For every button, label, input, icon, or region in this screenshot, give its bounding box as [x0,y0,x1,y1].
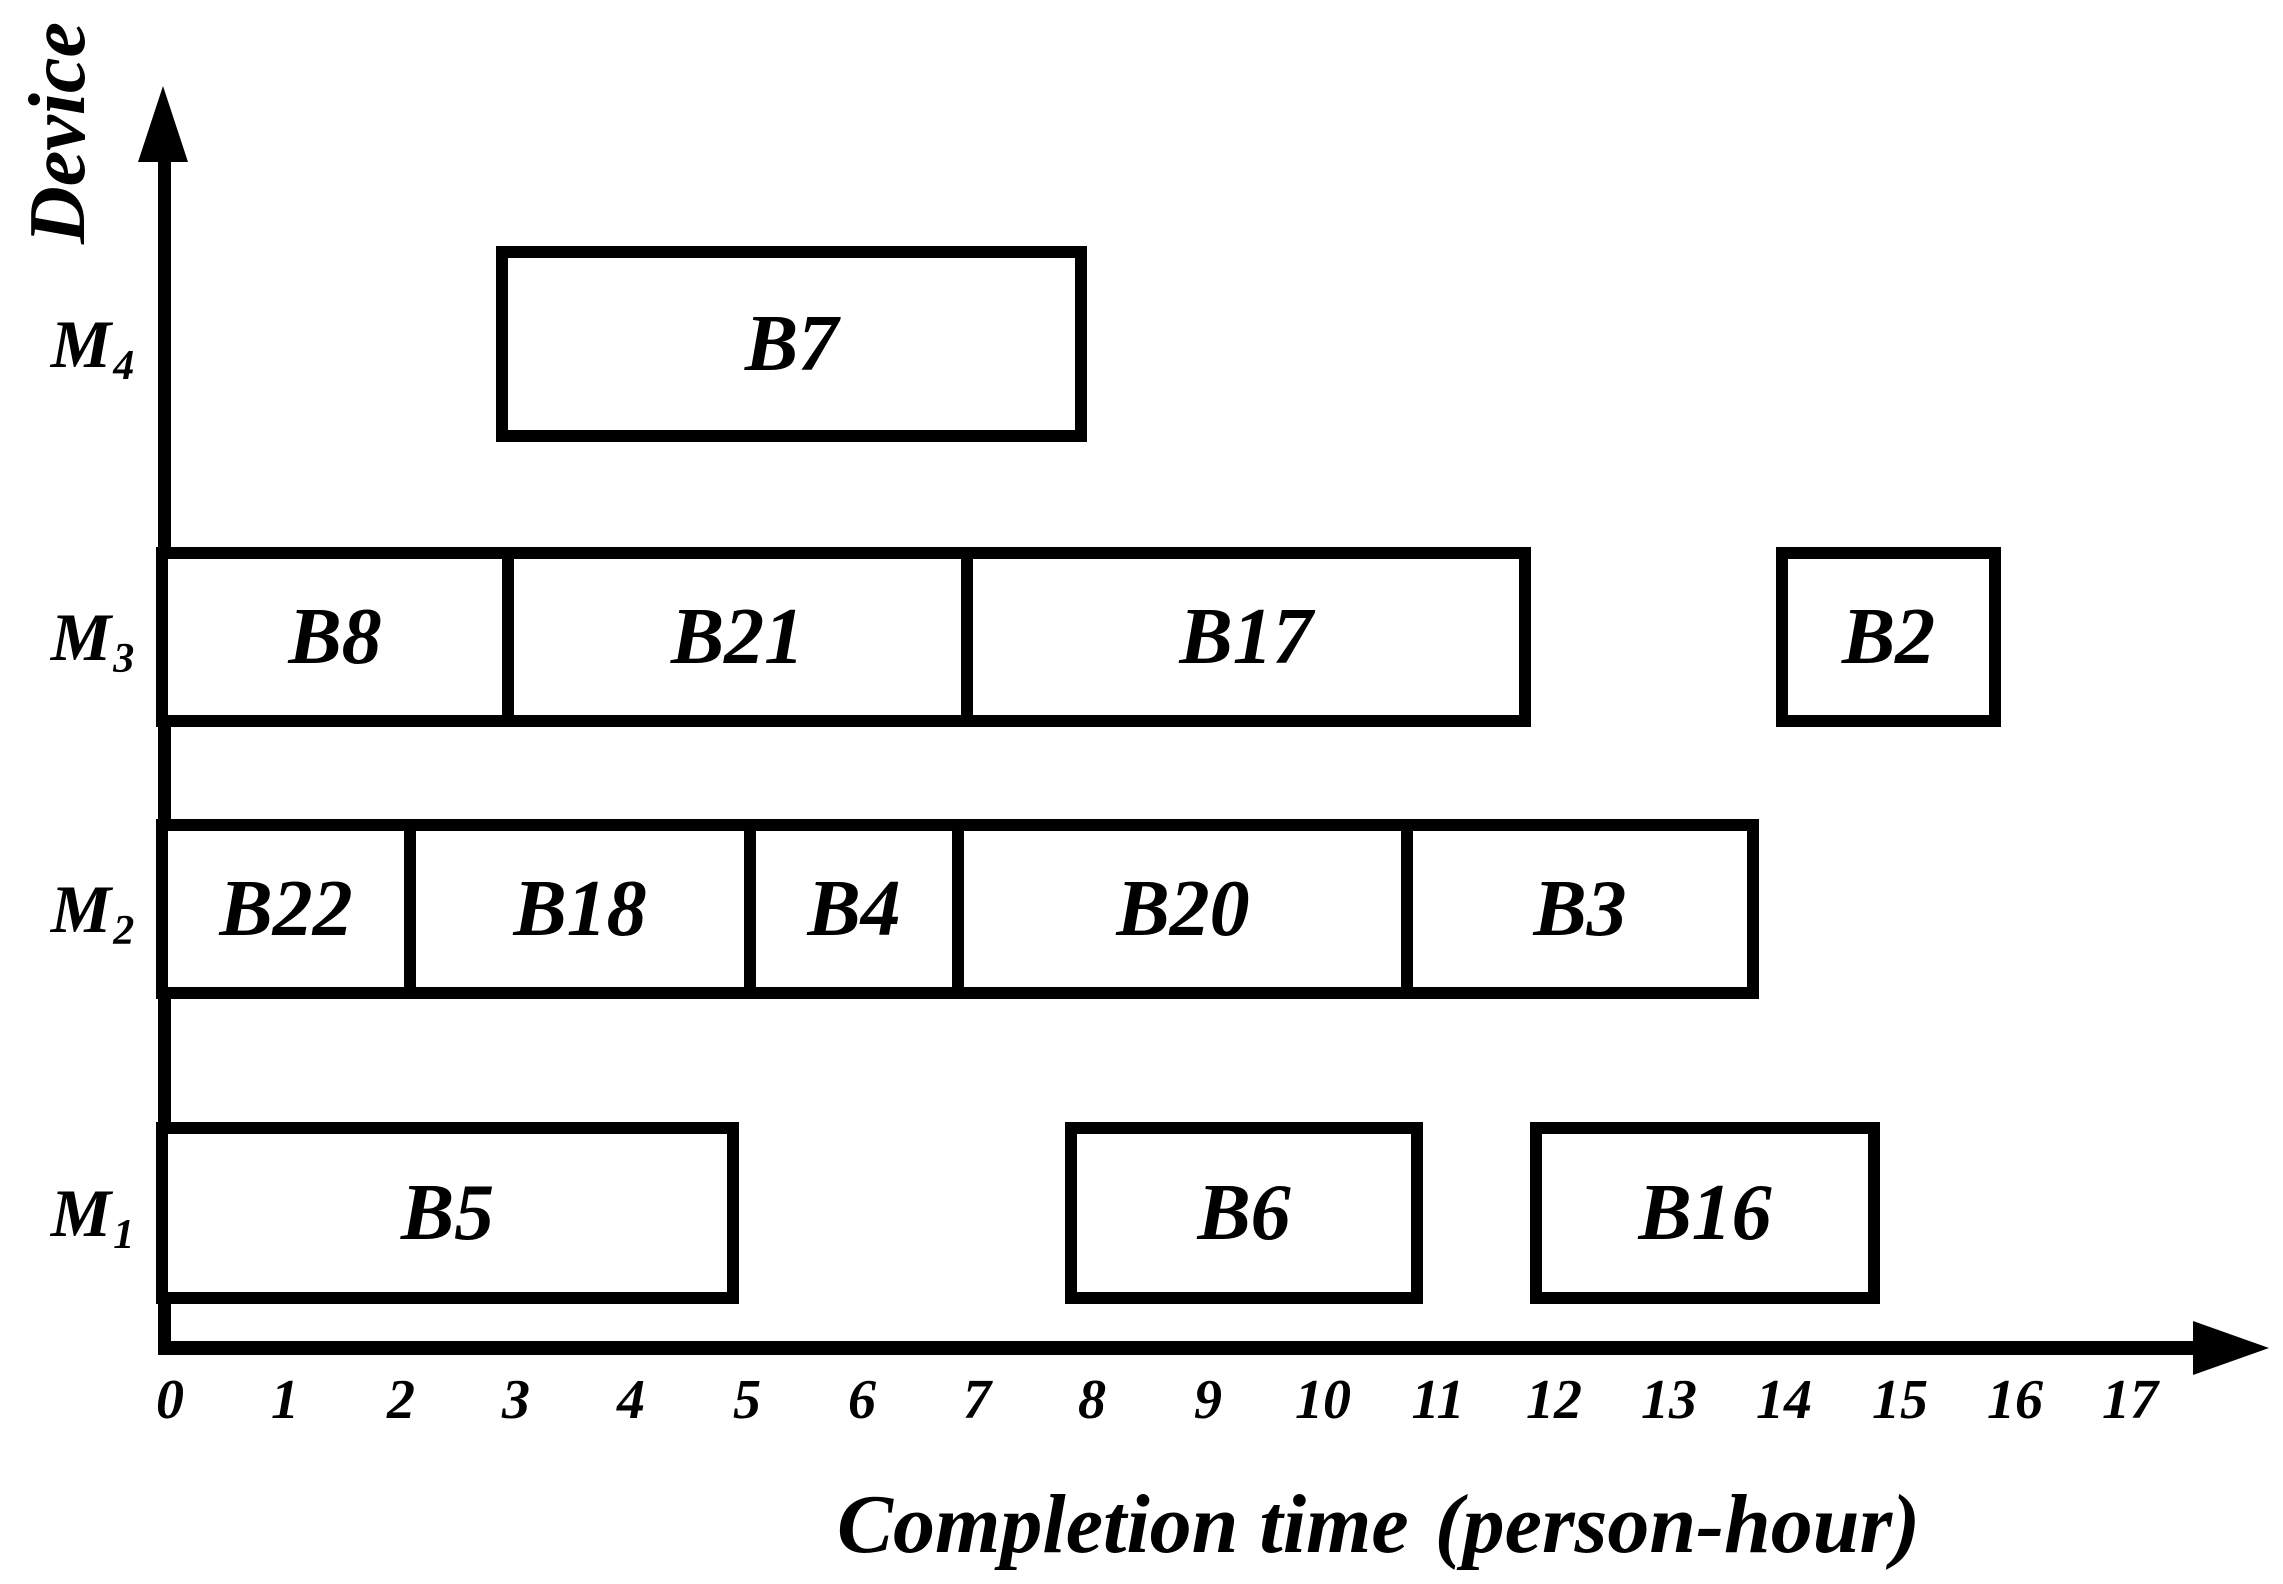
x-axis-arrowhead-icon [2193,1321,2269,1375]
x-tick-label-3: 3 [502,1369,530,1431]
device-name: M [50,599,112,675]
task-label: B5 [400,1168,495,1257]
task-box-B3: B3 [1401,819,1759,999]
x-axis-title-unit: (person-hour) [1434,1478,1921,1571]
device-name: M [50,1175,112,1251]
x-tick-label-6: 6 [848,1369,876,1431]
task-label: B3 [1533,864,1627,953]
row-label-M4: M4 [10,299,175,389]
device-name: M [50,306,112,382]
task-box-B22: B22 [156,819,416,999]
task-label: B6 [1197,1168,1291,1257]
task-label: B22 [219,864,353,953]
x-axis-title-text: Completion time [837,1478,1409,1571]
row-label-M3: M3 [10,592,175,682]
task-label: B18 [513,864,647,953]
task-label: B21 [670,592,805,681]
row-label-M2: M2 [10,864,175,954]
y-axis-title: Device [14,21,102,245]
x-tick-label-8: 8 [1078,1369,1106,1431]
task-box-B20: B20 [952,819,1414,999]
y-axis-arrowhead-icon [138,86,188,162]
x-tick-label-15: 15 [1872,1369,1928,1431]
task-box-B2: B2 [1776,547,2001,727]
x-tick-label-0: 0 [156,1369,184,1431]
task-box-B4: B4 [744,819,964,999]
task-label: B8 [288,592,382,681]
x-tick-label-10: 10 [1295,1369,1351,1431]
x-axis-title: Completion time (person-hour) [837,1470,1920,1580]
task-label: B16 [1638,1168,1772,1257]
x-axis-line [158,1341,2200,1355]
x-tick-label-5: 5 [733,1369,761,1431]
x-tick-label-9: 9 [1194,1369,1222,1431]
x-tick-label-16: 16 [1987,1369,2043,1431]
x-tick-label-17: 17 [2102,1369,2158,1431]
task-label: B17 [1179,592,1313,681]
task-box-B17: B17 [961,547,1531,727]
task-box-B7: B7 [496,246,1087,442]
device-subscript: 1 [113,1211,135,1258]
x-tick-label-4: 4 [617,1369,645,1431]
x-tick-label-12: 12 [1526,1369,1582,1431]
task-label: B4 [807,864,901,953]
task-box-B8: B8 [156,547,514,727]
y-axis-line [158,148,171,1355]
task-label: B2 [1841,592,1936,681]
x-tick-label-13: 13 [1641,1369,1697,1431]
row-label-M1: M1 [10,1168,175,1258]
device-subscript: 3 [113,635,135,682]
device-subscript: 4 [113,342,135,389]
task-box-B21: B21 [502,547,973,727]
task-box-B16: B16 [1530,1122,1880,1304]
x-tick-label-2: 2 [387,1369,415,1431]
x-tick-label-14: 14 [1756,1369,1812,1431]
x-tick-label-7: 7 [963,1369,991,1431]
x-tick-label-11: 11 [1411,1369,1465,1431]
device-subscript: 2 [113,907,135,954]
task-label: B7 [744,299,839,388]
device-name: M [50,871,112,947]
task-box-B5: B5 [156,1122,739,1304]
task-label: B20 [1116,864,1250,953]
x-tick-label-1: 1 [271,1369,299,1431]
task-box-B6: B6 [1065,1122,1423,1304]
task-box-B18: B18 [404,819,756,999]
